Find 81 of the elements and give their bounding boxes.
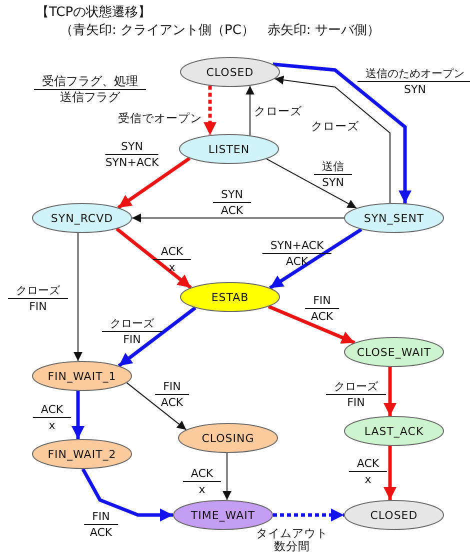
arrow (274, 76, 390, 204)
state-ellipse (179, 134, 279, 164)
edge-label: ACK (220, 203, 244, 217)
edge-label: FIN (347, 395, 365, 409)
edge-label: タイムアウト数分間 (256, 527, 328, 553)
edge-label: SYN+ACK (105, 155, 159, 169)
state-name: CLOSED (370, 508, 418, 522)
edge-label: クローズ (8, 284, 68, 299)
edge-label: 受信でオープン (118, 112, 202, 125)
arrow (116, 227, 192, 290)
state-ellipse (32, 203, 132, 233)
diagram-title: 【TCPの状態遷移】 (36, 4, 152, 21)
edge-label: ACK (160, 395, 184, 409)
edge-label: ACK (182, 467, 222, 482)
state-ellipse (32, 439, 132, 469)
arrow (117, 156, 191, 210)
edge-label: クローズ (311, 120, 359, 133)
edge-label: x (364, 472, 372, 486)
edge-label: x (168, 260, 176, 274)
state-name: CLOSE_WAIT (356, 346, 432, 358)
arrow (118, 306, 196, 368)
state-name: SYN_RCVD (50, 212, 114, 224)
edge-label: SYN (322, 175, 344, 189)
edge-label: FIN (84, 510, 118, 525)
edge-label: ACK (152, 245, 192, 260)
arrow (132, 214, 344, 222)
edge-label: FIN (155, 380, 189, 395)
edge-label: ACK (32, 403, 72, 418)
edge-label: x (198, 482, 206, 496)
arrow (72, 391, 84, 439)
arrow (269, 228, 362, 290)
edge-label: クローズ (254, 105, 302, 118)
edge-label: 送信 (314, 160, 352, 175)
state-ellipse (180, 57, 280, 87)
arrow (384, 367, 396, 416)
edge-label: ACK (310, 309, 334, 323)
arrow (272, 62, 412, 204)
arrow (74, 232, 82, 362)
state-ellipse (180, 282, 280, 312)
state-name: FIN_WAIT_1 (48, 370, 116, 382)
edge-label: SYN+ACK (262, 239, 332, 254)
state-ellipse (32, 361, 132, 391)
state-name: SYN_SENT (364, 212, 424, 224)
state-ellipse (173, 500, 273, 530)
state-ellipse (344, 203, 444, 233)
arrow (246, 85, 254, 136)
state-name: LISTEN (208, 142, 250, 156)
state-ellipse (344, 500, 444, 530)
arrow (204, 86, 216, 136)
edge-label: 送信のためオープン (358, 67, 470, 82)
arrow (273, 508, 344, 522)
state-ellipse (344, 337, 444, 367)
edge-label: SYN (105, 140, 159, 155)
state-ellipse (344, 416, 444, 446)
color-key-note: （青矢印: クライアント側（PC） 赤矢印: サーバ側） (60, 22, 380, 39)
state-name: CLOSING (202, 432, 254, 444)
key-label: 受信フラグ、処理 (34, 75, 146, 90)
edge-label: クローズ (326, 380, 386, 395)
edge-label: ACK (286, 254, 308, 268)
key-label: 送信フラグ (60, 90, 120, 104)
state-name: ESTAB (211, 290, 249, 304)
edge-label: SYN (404, 82, 426, 96)
edge-label: クローズ (102, 317, 162, 332)
arrow (81, 468, 173, 522)
edge-label: FIN (123, 332, 141, 346)
state-ellipse (178, 423, 278, 453)
arrow (222, 452, 232, 500)
edge-label: x (48, 418, 56, 432)
arrow (266, 158, 357, 209)
edge-label: FIN (29, 299, 47, 313)
state-name: TIME_WAIT (190, 508, 256, 522)
arrow (384, 446, 396, 500)
edge-label: ACK (348, 457, 388, 472)
arrow (268, 304, 356, 344)
edge-label: ACK (90, 525, 112, 539)
edge-label: FIN (305, 294, 339, 309)
edge-label: SYN (213, 188, 251, 203)
state-name: FIN_WAIT_2 (48, 448, 116, 460)
arrow (126, 382, 187, 430)
state-name: CLOSED (206, 66, 254, 78)
state-name: LAST_ACK (364, 424, 424, 438)
